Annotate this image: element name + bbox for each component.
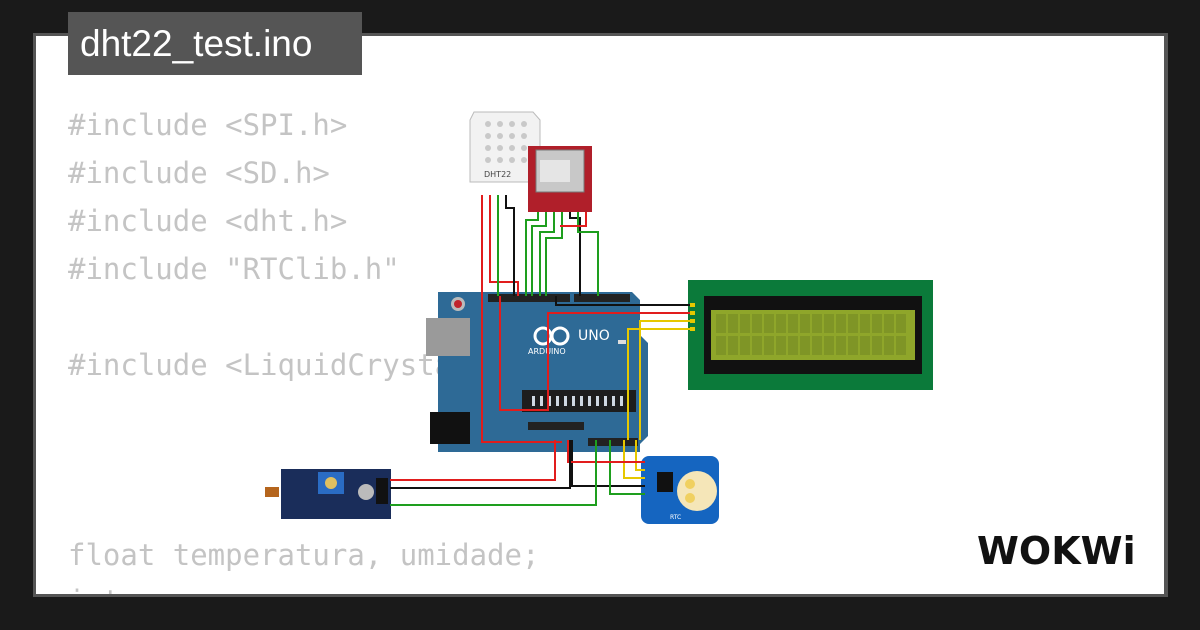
sd-card-module[interactable] xyxy=(528,146,592,212)
uno-label: UNO xyxy=(578,328,610,344)
ldr-sensor-module[interactable] xyxy=(265,469,391,519)
rtc-module[interactable]: RTC xyxy=(641,456,719,524)
arduino-uno-board[interactable]: ARDUINO UNO xyxy=(426,292,648,452)
code-line: #include <SD.h> xyxy=(68,156,330,190)
wokwi-logo: WOKWi xyxy=(977,529,1136,573)
dht-label: DHT22 xyxy=(484,170,511,179)
project-title: dht22_test.ino xyxy=(68,12,362,75)
dht22-sensor[interactable]: DHT22 xyxy=(469,111,541,183)
code-line: #include <dht.h> xyxy=(68,204,348,238)
code-line: float temperatura, umidade; xyxy=(68,538,540,572)
lcd-display[interactable] xyxy=(688,280,933,390)
arduino-brand-label: ARDUINO xyxy=(528,347,566,356)
wires xyxy=(390,195,690,506)
wokwi-logo-text: WOKWi xyxy=(977,529,1136,573)
rtc-label: RTC xyxy=(670,514,681,521)
code-line: #include "RTClib.h" xyxy=(68,252,400,286)
code-line: int xyxy=(68,584,714,594)
code-line: #include <SPI.h> xyxy=(68,108,348,142)
